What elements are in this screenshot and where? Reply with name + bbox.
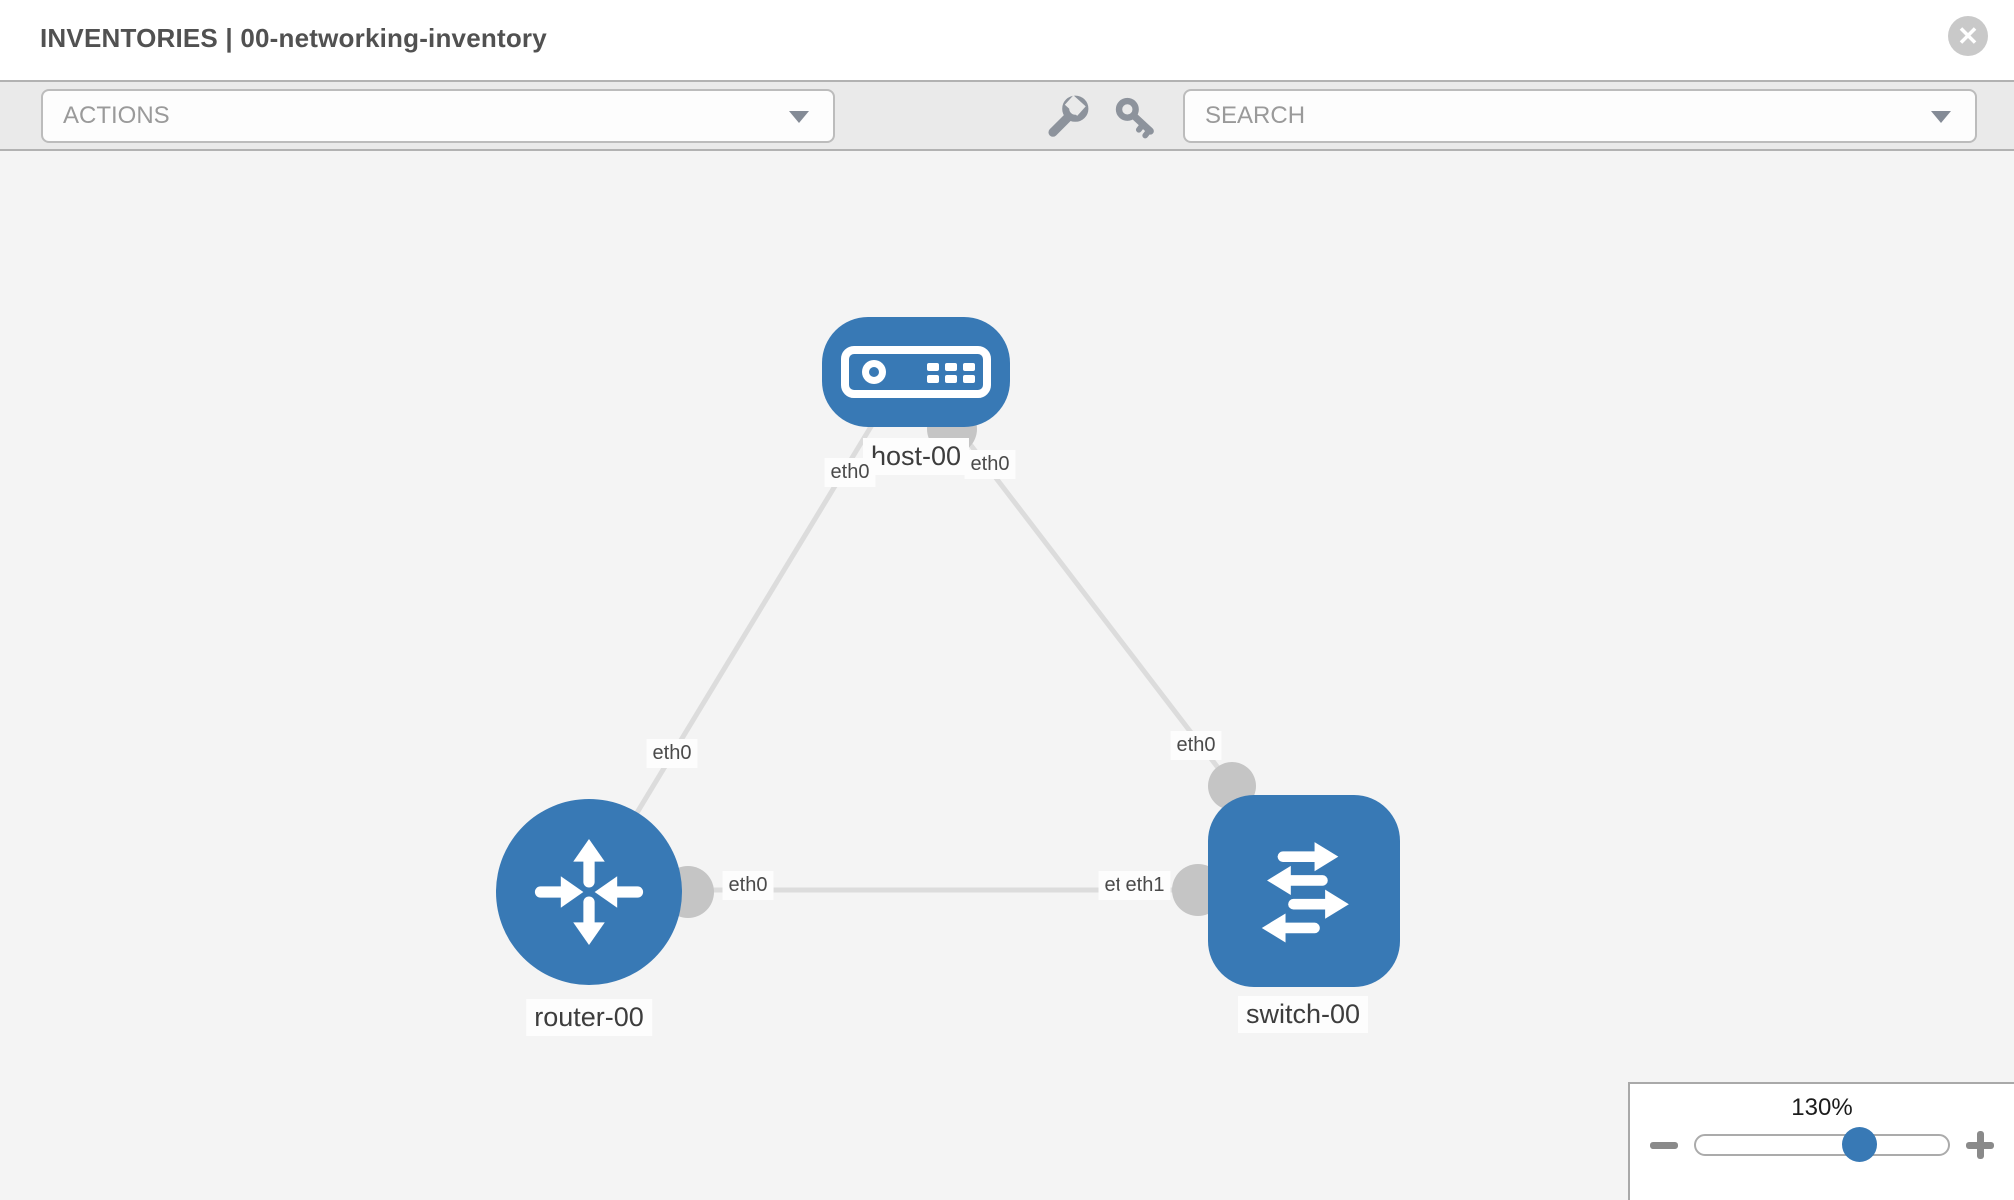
breadcrumb: INVENTORIES bbox=[40, 23, 218, 53]
port-label-host-switch-hostside: eth0 bbox=[964, 450, 1016, 479]
search-dropdown[interactable]: SEARCH bbox=[1183, 89, 1977, 143]
wrench-icon[interactable] bbox=[1044, 94, 1090, 140]
search-dropdown-label: SEARCH bbox=[1205, 102, 1306, 129]
node-label-router[interactable]: router-00 bbox=[526, 999, 652, 1036]
title-separator: | bbox=[225, 23, 233, 53]
node-label-switch[interactable]: switch-00 bbox=[1237, 996, 1369, 1033]
inventory-name: 00-networking-inventory bbox=[240, 23, 547, 53]
chevron-down-icon bbox=[1931, 111, 1951, 123]
zoom-in-button[interactable] bbox=[1966, 1131, 1994, 1159]
switch-icon bbox=[1261, 842, 1349, 943]
zoom-out-button[interactable] bbox=[1650, 1141, 1678, 1149]
port-label-router-switch-routerside: eth0 bbox=[722, 871, 774, 900]
toolbar: ACTIONS SEARCH bbox=[0, 80, 2014, 151]
actions-dropdown-label: ACTIONS bbox=[63, 102, 170, 129]
page-header: INVENTORIES | 00-networking-inventory ✕ bbox=[0, 0, 2014, 80]
close-button[interactable]: ✕ bbox=[1948, 16, 1988, 56]
actions-dropdown[interactable]: ACTIONS bbox=[41, 89, 835, 143]
key-icon[interactable] bbox=[1112, 94, 1158, 140]
node-router-00[interactable] bbox=[496, 799, 682, 985]
chevron-down-icon bbox=[789, 111, 809, 123]
router-icon bbox=[534, 839, 644, 945]
port-label-host-router-hostside: eth0 bbox=[824, 458, 876, 487]
zoom-slider-thumb[interactable] bbox=[1841, 1127, 1877, 1162]
zoom-level-label: 130% bbox=[1791, 1094, 1853, 1121]
port-label-router-switch-switchside: eth1 bbox=[1119, 871, 1171, 900]
topology-canvas[interactable] bbox=[0, 151, 2014, 1200]
port-label-host-router-routerside: eth0 bbox=[646, 739, 698, 768]
page-title: INVENTORIES | 00-networking-inventory bbox=[40, 23, 547, 54]
port-label-host-switch-switchside: eth0 bbox=[1170, 731, 1222, 760]
host-icon bbox=[841, 346, 991, 398]
zoom-slider-track[interactable] bbox=[1694, 1127, 1950, 1162]
zoom-panel: 130% bbox=[1628, 1082, 2014, 1200]
node-host-00[interactable] bbox=[822, 317, 1010, 427]
node-label-host[interactable]: host-00 bbox=[862, 438, 970, 475]
close-icon: ✕ bbox=[1957, 21, 1979, 51]
node-switch-00[interactable] bbox=[1208, 795, 1400, 987]
